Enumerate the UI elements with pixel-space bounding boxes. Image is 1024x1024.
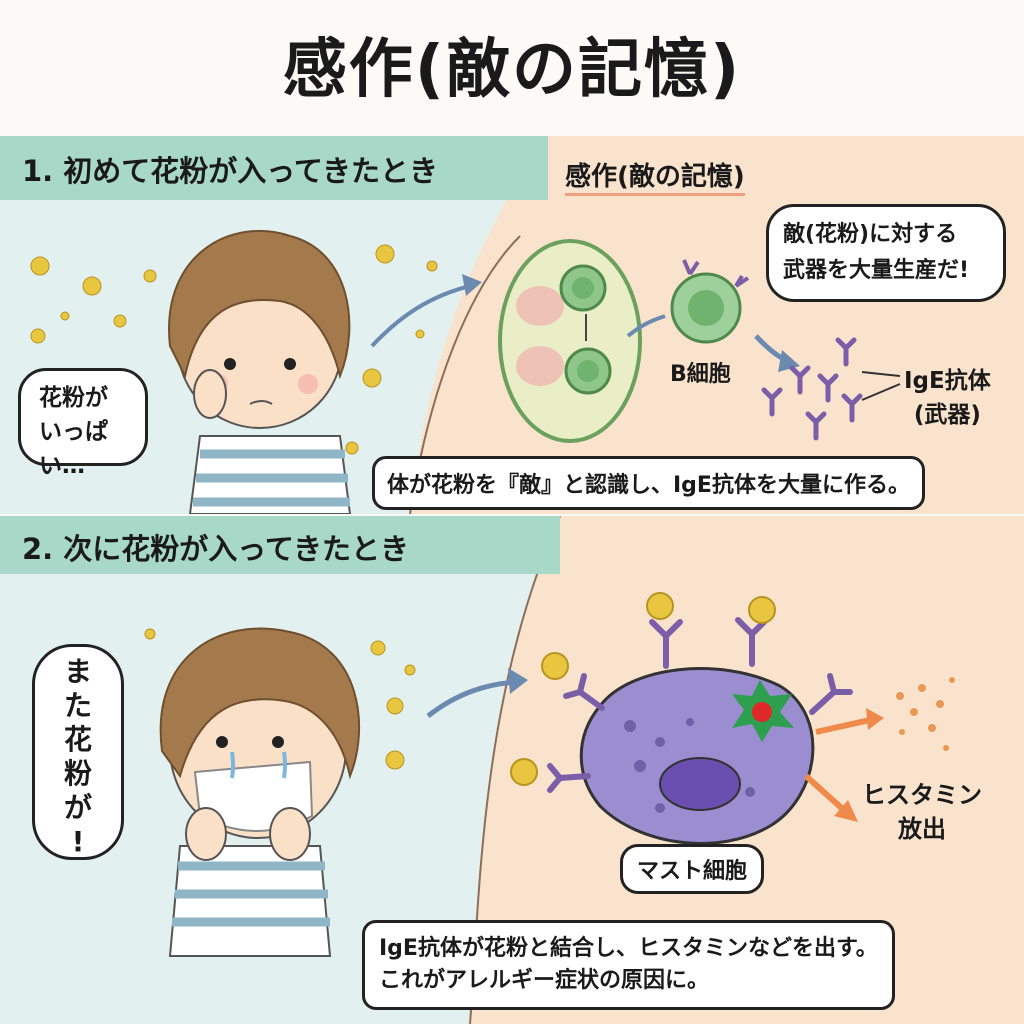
cell-speech-line: 武器を大量生産だ! — [783, 258, 970, 283]
mast-cell-label: マスト細胞 — [620, 844, 765, 894]
speech-char: ま — [63, 655, 92, 688]
caption-line: これがアレルギー症状の原因に。 — [379, 968, 710, 993]
histamine-label-line: ヒスタミン — [862, 781, 982, 809]
child-speech-line: 花粉が — [39, 385, 108, 411]
panel1-header: 1. 初めて花粉が入ってきたとき — [22, 154, 438, 188]
panel1-caption: 体が花粉を『敵』と認識し、IgE抗体を大量に作る。 — [372, 456, 925, 510]
panel-first-exposure: 1. 初めて花粉が入ってきたとき 感作(敵の記憶) 花粉が いっぱい… 敵(花粉… — [0, 136, 1024, 514]
caption-line: IgE抗体が花粉と結合し、ヒスタミンなどを出す。 — [379, 936, 878, 961]
child-sneezing — [168, 230, 352, 514]
child-speech-line: いっぱい… — [39, 419, 108, 479]
child-with-mask — [159, 627, 361, 957]
histamine-arrow — [815, 717, 871, 735]
antibody-label-line: (武器) — [913, 402, 981, 428]
panel2-illustration — [0, 516, 1024, 1024]
speech-char: ! — [71, 825, 85, 858]
histamine-label-line: 放出 — [898, 815, 946, 843]
speech-char: た — [63, 689, 92, 722]
b-cell — [670, 259, 750, 344]
panel1-subheader: 感作(敵の記憶) — [565, 156, 745, 196]
bound-antibodies — [547, 617, 853, 793]
panel2-caption: IgE抗体が花粉と結合し、ヒスタミンなどを出す。 これがアレルギー症状の原因に。 — [362, 920, 895, 1010]
child-speech-bubble: 花粉が いっぱい… — [18, 368, 148, 479]
histamine-label: ヒスタミン 放出 — [862, 778, 982, 846]
pollen-cloud — [144, 628, 416, 770]
speech-char: 花 — [63, 723, 92, 756]
ige-antibodies — [761, 337, 863, 441]
header-bar — [0, 136, 548, 200]
page-title: 感作(敵の記憶) — [282, 33, 742, 107]
cell-speech-bubble: 敵(花粉)に対する 武器を大量生産だ! — [766, 204, 1006, 302]
speech-char: 粉 — [63, 757, 92, 790]
pollen-cloud — [30, 244, 438, 455]
panel-second-exposure: 2. 次に花粉が入ってきたとき ま た 花 粉 が ! ヒスタミン 放出 マスト… — [0, 516, 1024, 1024]
lymph-node — [498, 239, 642, 443]
antibody-label-line: IgE抗体 — [904, 368, 991, 394]
mast-cell — [579, 667, 815, 845]
b-cell-label: B細胞 — [670, 362, 731, 387]
panel2-header: 2. 次に花粉が入ってきたとき — [22, 532, 409, 566]
child-speech-bubble-vertical: ま た 花 粉 が ! — [32, 644, 124, 860]
cell-speech-line: 敵(花粉)に対する — [783, 222, 958, 247]
antibody-label: IgE抗体 (武器) — [904, 364, 991, 432]
speech-char: が — [63, 791, 92, 824]
histamine-particles — [896, 677, 955, 751]
inhale-arrow — [426, 679, 517, 718]
inhale-arrow — [370, 284, 471, 348]
pollen-on-antibodies — [510, 592, 776, 786]
header-bar — [0, 516, 560, 574]
